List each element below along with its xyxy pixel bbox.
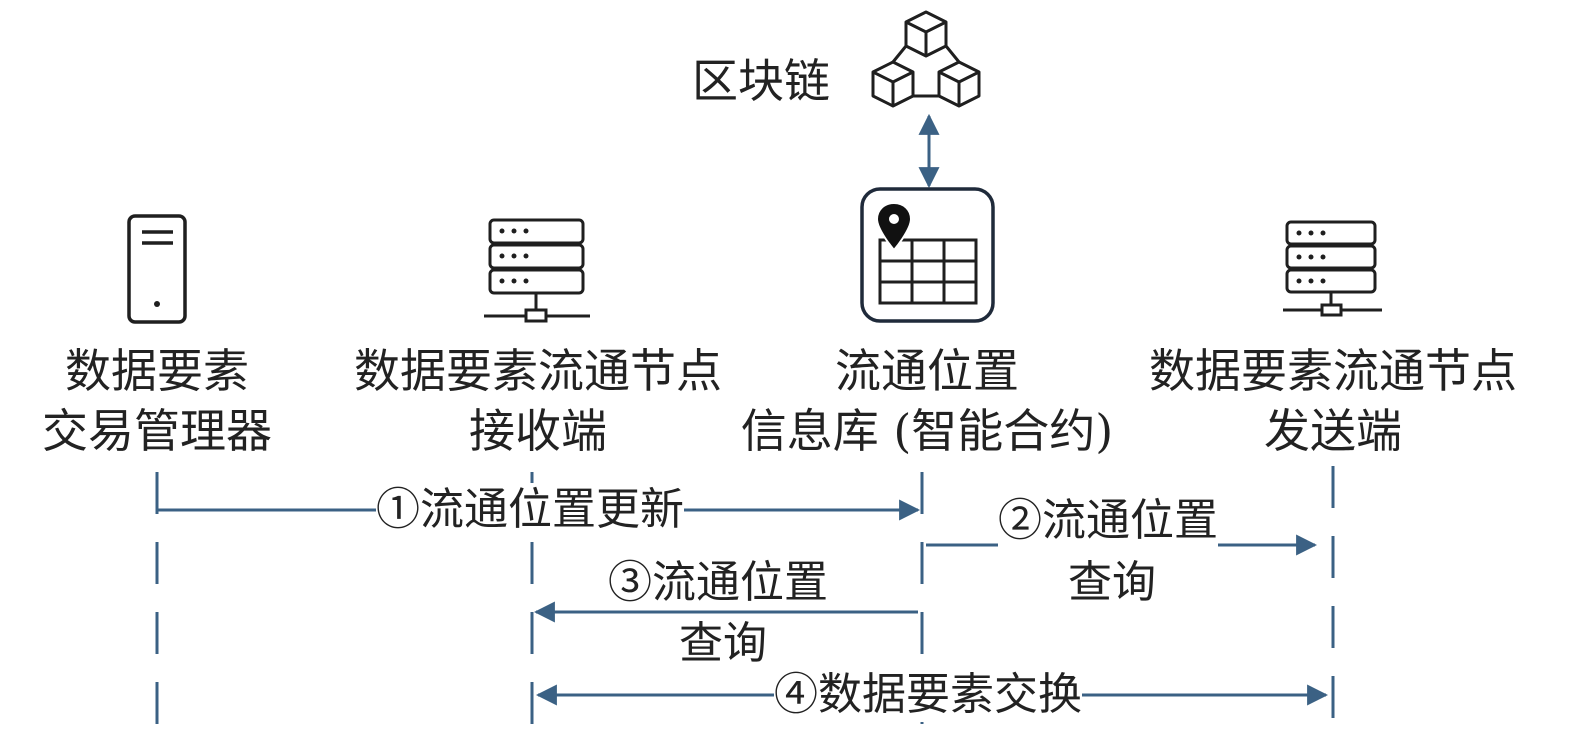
actor-manager-label-line1: 数据要素 bbox=[65, 344, 249, 398]
blockchain-icon bbox=[871, 10, 981, 108]
actor-manager-label-line2: 交易管理器 bbox=[42, 404, 272, 458]
actor-contract-label-line1: 流通位置 bbox=[835, 344, 1019, 398]
server-icon bbox=[1283, 220, 1382, 317]
message-2-label-line2: 查询 bbox=[1068, 557, 1156, 608]
actor-contract-label-line2: 信息库 (智能合约) bbox=[740, 404, 1114, 458]
actor-sender-label-line2: 发送端 bbox=[1264, 404, 1402, 458]
actor-receiver-label-line2: 接收端 bbox=[469, 404, 607, 458]
location-database-icon bbox=[860, 187, 995, 323]
computer-tower-icon bbox=[127, 214, 187, 324]
server-icon bbox=[484, 218, 590, 323]
message-4-label: ④数据要素交换 bbox=[774, 668, 1082, 722]
actor-sender-label-line1: 数据要素流通节点 bbox=[1149, 344, 1517, 398]
actor-receiver-label-line1: 数据要素流通节点 bbox=[354, 344, 722, 398]
message-2-label-line1: ②流通位置 bbox=[998, 494, 1218, 548]
blockchain-label: 区块链 bbox=[692, 54, 830, 108]
message-3-label-line1: ③流通位置 bbox=[608, 556, 828, 610]
message-3-label-line2: 查询 bbox=[679, 618, 767, 669]
message-1-label: ①流通位置更新 bbox=[376, 483, 684, 537]
